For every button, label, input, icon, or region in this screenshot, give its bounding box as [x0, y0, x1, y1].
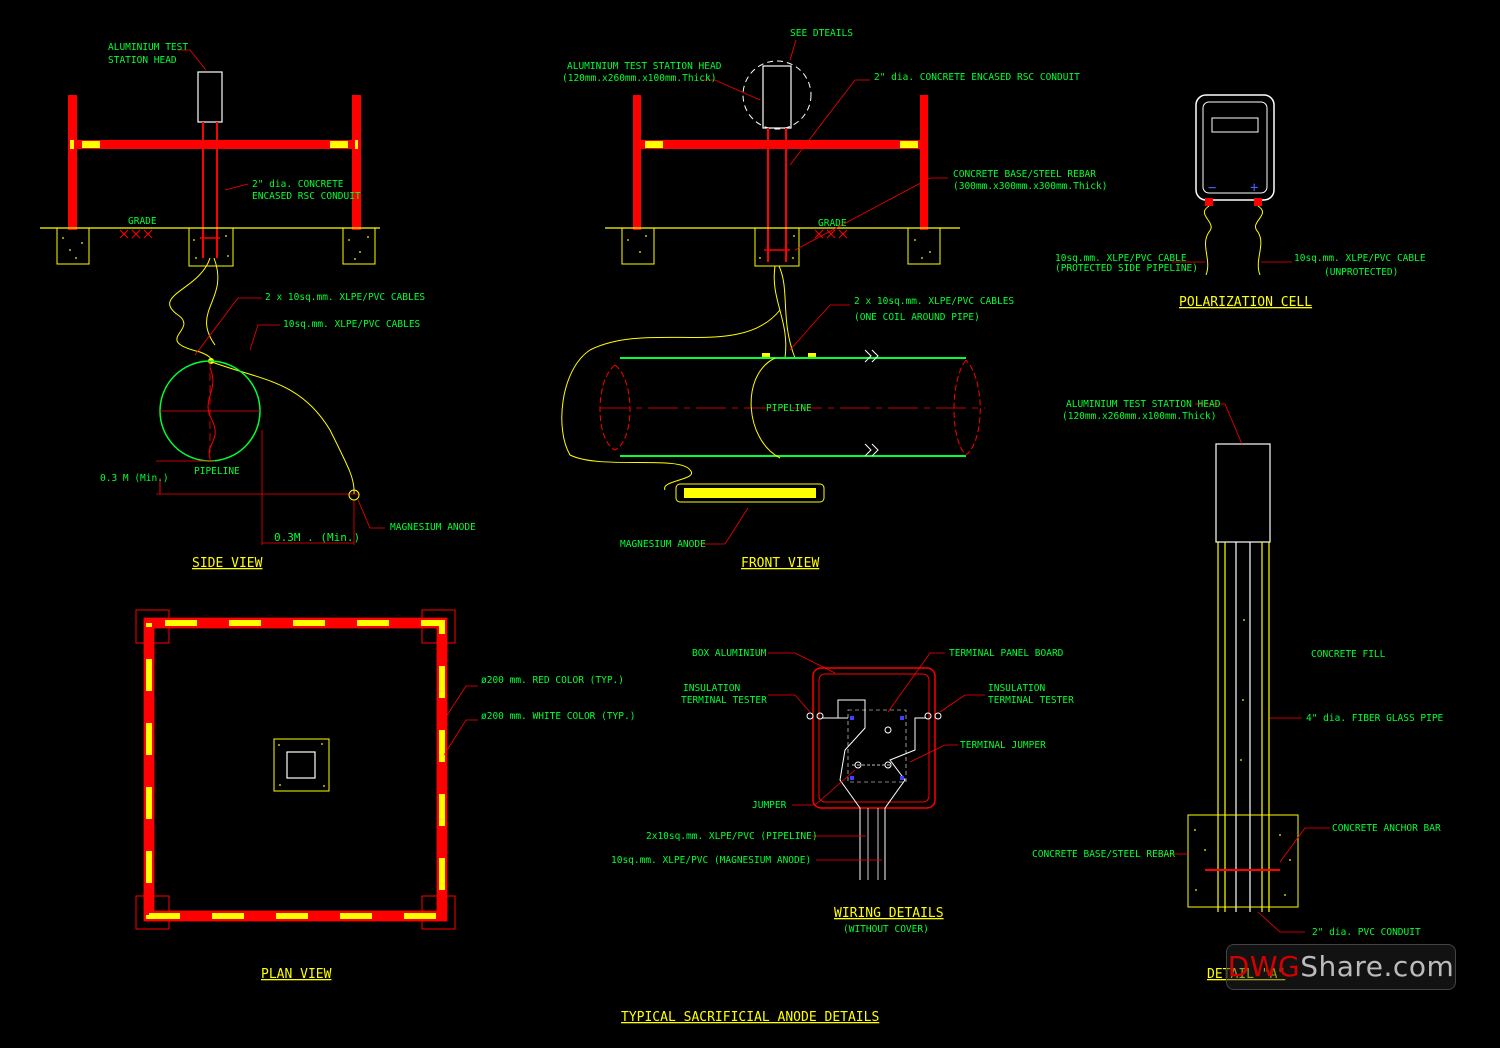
- side-label-cables1: 10sq.mm. XLPE/PVC CABLES: [283, 319, 421, 330]
- polar-label-right2: (UNPROTECTED): [1324, 267, 1398, 278]
- front-label-pipeline: PIPELINE: [766, 403, 812, 414]
- wiring-details-title: WIRING DETAILS: [834, 906, 944, 921]
- front-label-grade: GRADE: [818, 218, 847, 229]
- detail-label-base: CONCRETE BASE/STEEL REBAR: [1032, 849, 1175, 860]
- wiring-label-ins-r2: TERMINAL TESTER: [988, 695, 1074, 706]
- front-label-base1: CONCRETE BASE/STEEL REBAR: [953, 169, 1096, 180]
- watermark: DWGShare.com: [1226, 944, 1456, 990]
- wiring-label-ins-l1: INSULATION: [683, 683, 740, 694]
- front-label-cables2: (ONE COIL AROUND PIPE): [854, 312, 980, 323]
- front-label-cables1: 2 x 10sq.mm. XLPE/PVC CABLES: [854, 296, 1014, 307]
- wiring-label-tjumper: TERMINAL JUMPER: [960, 740, 1046, 751]
- wiring-label-box: BOX ALUMINIUM: [692, 648, 767, 659]
- side-label-head2: STATION HEAD: [108, 55, 177, 66]
- detail-label-conduit: 2" dia. PVC CONDUIT: [1312, 927, 1421, 938]
- wiring-details: [768, 652, 985, 880]
- polarization-cell-title: POLARIZATION CELL: [1179, 295, 1312, 310]
- side-label-head1: ALUMINIUM TEST: [108, 42, 188, 53]
- front-label-anode: MAGNESIUM ANODE: [620, 539, 706, 550]
- plan-label-red: ø200 mm. RED COLOR (TYP.): [481, 675, 624, 686]
- front-label-see: SEE DTEAILS: [790, 28, 853, 39]
- side-label-dim-h: 0.3M . (Min.): [274, 531, 360, 544]
- front-label-base2: (300mm.x300mm.x300mm.Thick): [953, 181, 1107, 192]
- side-view-title: SIDE VIEW: [192, 556, 263, 571]
- wiring-label-pipeline: 2x10sq.mm. XLPE/PVC (PIPELINE): [646, 831, 818, 842]
- wiring-label-panel: TERMINAL PANEL BOARD: [949, 648, 1064, 659]
- watermark-prefix: DWG: [1227, 950, 1301, 983]
- detail-label-anchor: CONCRETE ANCHOR BAR: [1332, 823, 1441, 834]
- side-label-anode: MAGNESIUM ANODE: [390, 522, 476, 533]
- wiring-label-anode: 10sq.mm. XLPE/PVC (MAGNESIUM ANODE): [611, 855, 811, 866]
- detail-label-pipe: 4" dia. FIBER GLASS PIPE: [1306, 713, 1444, 724]
- wiring-details-subtitle: (WITHOUT COVER): [843, 924, 929, 935]
- detail-a: [1158, 403, 1330, 933]
- front-view-title: FRONT VIEW: [741, 556, 819, 571]
- side-label-conduit1: 2" dia. CONCRETE: [252, 179, 344, 190]
- detail-label-fill: CONCRETE FILL: [1311, 649, 1386, 660]
- polar-plus: +: [1250, 180, 1258, 196]
- drawing-title: TYPICAL SACRIFICIAL ANODE DETAILS: [621, 1010, 879, 1025]
- polar-label-right1: 10sq.mm. XLPE/PVC CABLE: [1294, 253, 1426, 264]
- wiring-label-ins-l2: TERMINAL TESTER: [681, 695, 767, 706]
- polar-label-left2: (PROTECTED SIDE PIPELINE): [1055, 263, 1198, 274]
- side-label-cables2: 2 x 10sq.mm. XLPE/PVC CABLES: [265, 292, 425, 303]
- plan-label-white: ø200 mm. WHITE COLOR (TYP.): [481, 711, 635, 722]
- front-view: [561, 39, 985, 545]
- polar-minus: −: [1208, 180, 1216, 196]
- watermark-suffix: Share.com: [1300, 950, 1455, 983]
- plan-view-title: PLAN VIEW: [261, 967, 332, 982]
- side-label-conduit2: ENCASED RSC CONDUIT: [252, 191, 361, 202]
- wiring-label-jumper: JUMPER: [752, 800, 787, 811]
- polar-label-left1: 10sq.mm. XLPE/PVC CABLE: [1055, 253, 1187, 264]
- plan-view: [135, 609, 478, 930]
- wiring-label-ins-r1: INSULATION: [988, 683, 1045, 694]
- front-label-head2: (120mm.x260mm.x100mm.Thick): [562, 73, 716, 84]
- side-label-grade: GRADE: [128, 216, 157, 227]
- detail-label-head2: (120mm.x260mm.x100mm.Thick): [1062, 411, 1216, 422]
- detail-label-head1: ALUMINIUM TEST STATION HEAD: [1066, 399, 1221, 410]
- side-view: [40, 49, 385, 545]
- side-label-pipeline: PIPELINE: [194, 466, 240, 477]
- polarization-cell: [1172, 94, 1292, 276]
- front-label-head1: ALUMINIUM TEST STATION HEAD: [567, 61, 722, 72]
- front-label-conduit: 2" dia. CONCRETE ENCASED RSC CONDUIT: [874, 72, 1080, 83]
- side-label-dim-v: 0.3 M (Min.): [100, 473, 169, 484]
